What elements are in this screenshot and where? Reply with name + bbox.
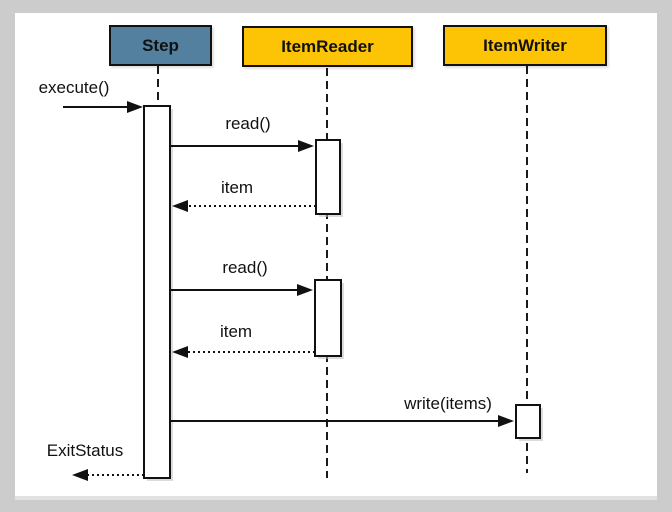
actor-itemreader: ItemReader xyxy=(242,26,413,67)
activation-step xyxy=(143,105,171,479)
sequence-diagram-graphics xyxy=(63,66,543,481)
activation-itemwriter xyxy=(515,404,541,439)
message-arrows xyxy=(63,101,514,481)
message-label-read-1: read() xyxy=(225,114,271,133)
message-label-item-2: item xyxy=(219,322,253,341)
actor-step: Step xyxy=(109,25,212,66)
arrow-read1-head xyxy=(298,140,314,152)
arrow-item2-head xyxy=(172,346,188,358)
message-label-write-items: write(items) xyxy=(404,394,492,413)
sequence-diagram-canvas: Step ItemReader ItemWriter execute() rea… xyxy=(15,13,657,500)
activations xyxy=(143,105,541,479)
activation-itemreader1 xyxy=(315,139,341,215)
message-label-read-2: read() xyxy=(222,258,268,277)
message-label-execute: execute() xyxy=(38,78,110,97)
message-label-item-1: item xyxy=(220,178,254,197)
activation-itemreader2 xyxy=(314,279,342,357)
activation-shadows xyxy=(147,109,543,481)
arrow-write-head xyxy=(498,415,514,427)
message-label-exitstatus: ExitStatus xyxy=(46,441,124,460)
arrow-exitstatus-head xyxy=(72,469,88,481)
actor-itemreader-label: ItemReader xyxy=(281,36,374,56)
arrow-read2-head xyxy=(297,284,313,296)
arrow-execute-head xyxy=(127,101,143,113)
arrow-item1-head xyxy=(172,200,188,212)
actor-itemwriter: ItemWriter xyxy=(443,25,607,66)
actor-step-label: Step xyxy=(142,35,179,55)
lifelines xyxy=(157,66,528,478)
actor-itemwriter-label: ItemWriter xyxy=(483,35,567,55)
